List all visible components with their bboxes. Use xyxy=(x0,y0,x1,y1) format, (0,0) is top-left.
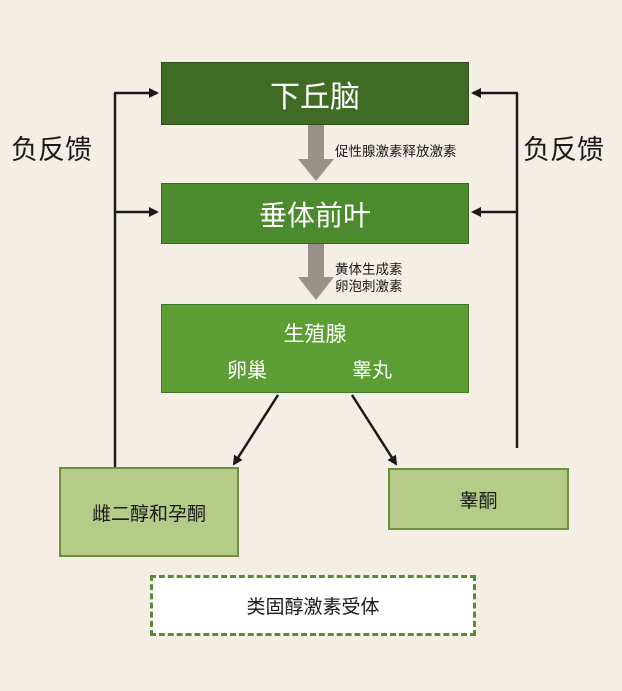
testosterone-node: 睾酮 xyxy=(388,468,569,530)
anterior-pituitary-node: 垂体前叶 xyxy=(161,183,469,244)
hypothalamus-label: 下丘脑 xyxy=(270,79,360,115)
negative-feedback-left-label: 负反馈 xyxy=(11,135,92,166)
gonad-label: 生殖腺 xyxy=(283,322,347,346)
estradiol-progesterone-node: 雌二醇和孕酮 xyxy=(59,467,239,557)
anterior-pituitary-label: 垂体前叶 xyxy=(258,198,371,232)
arrow-pituitary-to-gonad xyxy=(298,244,334,300)
gnrh-label: 促性腺激素释放激素 xyxy=(335,144,457,160)
fsh-label: 卵泡刺激素 xyxy=(335,279,403,295)
hypothalamus-node: 下丘脑 xyxy=(161,62,469,125)
testosterone-label: 睾酮 xyxy=(459,489,498,512)
ovary-label: 卵巢 xyxy=(227,358,267,382)
arrow-gonad-to-testosterone xyxy=(350,394,398,466)
steroid-receptor-node: 类固醇激素受体 xyxy=(150,575,476,636)
arrow-hypothalamus-to-pituitary xyxy=(298,125,334,181)
arrow-gonad-to-estrogen xyxy=(232,394,280,466)
gonad-node: 生殖腺 卵巢 睾丸 xyxy=(161,304,469,393)
testis-label: 睾丸 xyxy=(352,358,392,382)
negative-feedback-right-label: 负反馈 xyxy=(523,135,604,166)
estradiol-progesterone-label: 雌二醇和孕酮 xyxy=(91,502,206,525)
steroid-receptor-label: 类固醇激素受体 xyxy=(246,596,380,618)
lh-label: 黄体生成素 xyxy=(335,262,403,278)
